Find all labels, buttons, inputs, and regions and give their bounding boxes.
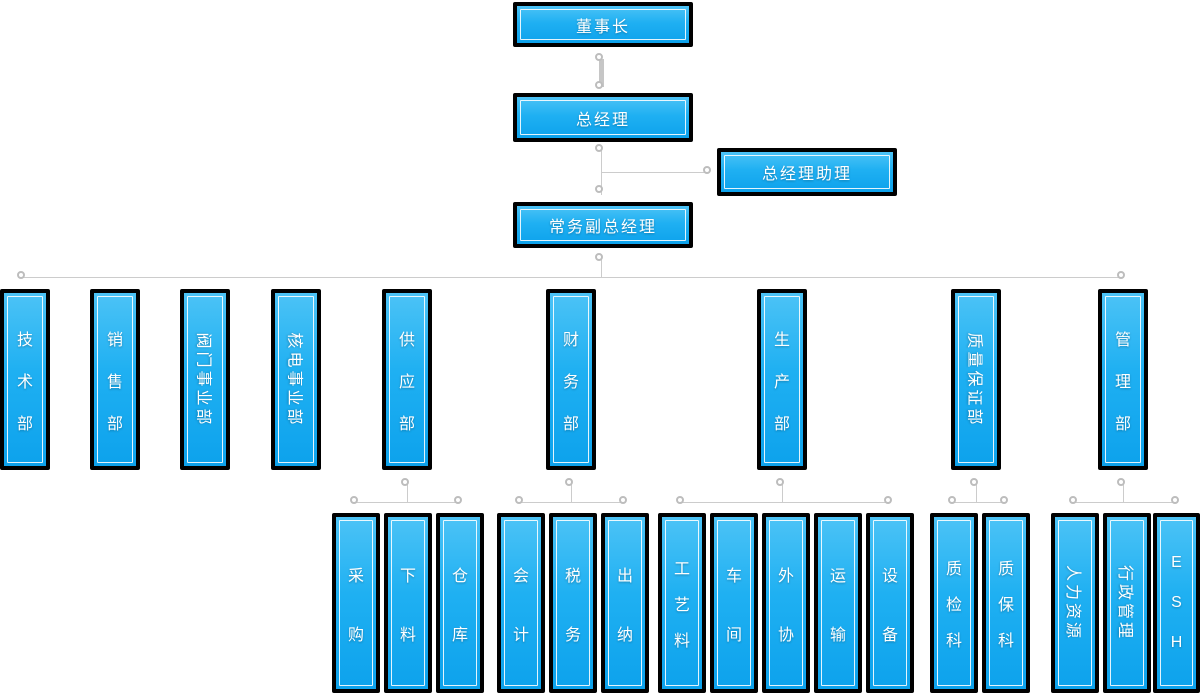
connector-dot <box>1171 496 1179 504</box>
node-dept-administration: 管理部 <box>1098 289 1148 470</box>
node-sub-outsourcing: 外协 <box>762 513 810 693</box>
connector-dot <box>619 496 627 504</box>
connector-line <box>682 502 890 503</box>
node-dept-quality-assurance-label: 质量保证部 <box>965 331 983 428</box>
node-dept-technology: 技术部 <box>0 289 50 470</box>
connector-line <box>23 277 1123 278</box>
node-sub-purchasing: 采购 <box>332 513 380 693</box>
node-dept-finance: 财务部 <box>546 289 596 470</box>
node-general-manager-label: 总经理 <box>575 111 630 129</box>
connector-line <box>356 502 460 503</box>
node-sub-cashier: 出纳 <box>601 513 649 693</box>
node-dept-production: 生产部 <box>757 289 807 470</box>
connector-dot <box>595 81 603 89</box>
node-dept-sales: 销售部 <box>90 289 140 470</box>
node-sub-admin-management: 行政管理 <box>1103 513 1151 693</box>
node-sub-quality-assurance-section: 质保科 <box>982 513 1030 693</box>
node-sub-human-resources: 人力资源 <box>1051 513 1099 693</box>
connector-line <box>601 259 602 277</box>
node-executive-deputy-gm-label: 常务副总经理 <box>548 219 657 236</box>
node-sub-human-resources-label: 人力资源 <box>1064 564 1082 642</box>
node-chairman: 董事长 <box>513 2 693 47</box>
node-sub-accounting: 会计 <box>497 513 545 693</box>
node-dept-valve-division-label: 阀门事业部 <box>194 331 212 428</box>
node-dept-nuclear-division-label: 核电事业部 <box>285 331 303 428</box>
connector-dot <box>595 53 603 61</box>
node-sub-process-materials: 工艺料 <box>658 513 706 693</box>
connector-dot <box>401 478 409 486</box>
node-dept-quality-assurance: 质量保证部 <box>951 289 1001 470</box>
connector-dot <box>350 496 358 504</box>
node-sub-admin-management-label: 行政管理 <box>1116 564 1134 642</box>
connector-dot <box>948 496 956 504</box>
connector-dot <box>884 496 892 504</box>
node-sub-quality-inspection: 质检科 <box>930 513 978 693</box>
connector-line <box>571 484 572 502</box>
connector-line <box>407 484 408 502</box>
node-dept-supply: 供应部 <box>382 289 432 470</box>
node-chairman-label: 董事长 <box>575 18 630 36</box>
connector-line <box>976 484 977 502</box>
connector-line <box>601 172 709 173</box>
connector-dot <box>17 271 25 279</box>
connector-line <box>1075 502 1177 503</box>
connector-dot <box>1069 496 1077 504</box>
connector-dot <box>515 496 523 504</box>
connector-line <box>954 502 1006 503</box>
connector-line <box>599 59 604 87</box>
connector-line <box>521 502 625 503</box>
node-executive-deputy-gm: 常务副总经理 <box>513 202 693 248</box>
connector-dot <box>970 478 978 486</box>
node-general-manager: 总经理 <box>513 93 693 142</box>
connector-dot <box>776 478 784 486</box>
connector-dot <box>676 496 684 504</box>
node-gm-assistant: 总经理助理 <box>717 148 897 196</box>
node-sub-transport: 运输 <box>814 513 862 693</box>
connector-dot <box>565 478 573 486</box>
connector-line <box>782 484 783 502</box>
node-dept-nuclear-division: 核电事业部 <box>271 289 321 470</box>
node-sub-workshop: 车间 <box>710 513 758 693</box>
connector-dot <box>454 496 462 504</box>
node-dept-valve-division: 阀门事业部 <box>180 289 230 470</box>
connector-line <box>1123 484 1124 502</box>
connector-dot <box>703 166 711 174</box>
node-sub-blanking: 下料 <box>384 513 432 693</box>
connector-dot <box>595 185 603 193</box>
connector-dot <box>595 253 603 261</box>
node-gm-assistant-label: 总经理助理 <box>761 166 852 183</box>
connector-dot <box>1117 478 1125 486</box>
node-sub-equipment: 设备 <box>866 513 914 693</box>
node-sub-warehouse: 仓库 <box>436 513 484 693</box>
connector-dot <box>595 144 603 152</box>
connector-dot <box>1000 496 1008 504</box>
node-sub-tax: 税务 <box>549 513 597 693</box>
connector-dot <box>1117 271 1125 279</box>
